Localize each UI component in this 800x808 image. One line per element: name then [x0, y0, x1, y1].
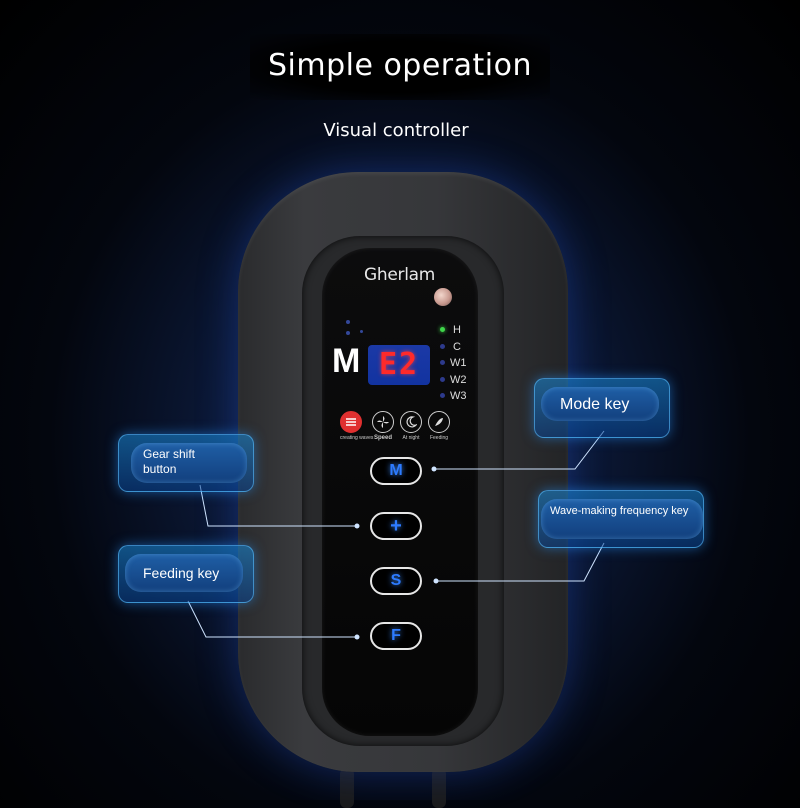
callout-wave-making-label: Wave-making frequency key [550, 505, 689, 517]
function-waves: creating waves [340, 411, 374, 441]
mode-indicator-dot-w2 [440, 377, 445, 382]
callout-feeding-key-label: Feeding key [143, 565, 220, 581]
mode-indicator-c: C [453, 341, 461, 353]
callout-feeding-key: Feeding key [118, 545, 254, 603]
function-icons: creating waves Speed At night Feeding [340, 411, 458, 449]
mode-letter: M [332, 342, 361, 380]
feed-button[interactable]: F [370, 622, 422, 650]
mode-indicator-w1: W1 [450, 357, 467, 369]
mode-indicator-w2: W2 [450, 374, 467, 386]
power-indicator [434, 288, 452, 306]
function-label-night: At night [402, 435, 420, 441]
moon-icon [400, 411, 422, 433]
mode-indicator-dot-h [440, 327, 445, 332]
cable-right [432, 768, 446, 808]
page-title: Simple operation [267, 48, 532, 83]
mode-indicator-dot-w1 [440, 360, 445, 365]
function-night: At night [400, 411, 422, 441]
callout-gear-shift-label: Gear shift button [143, 447, 196, 476]
callout-gear-shift: Gear shift button [118, 434, 254, 492]
title-band [250, 34, 550, 100]
function-label-feeding: Feeding [429, 435, 449, 441]
plus-button[interactable]: + [370, 512, 422, 540]
feeding-icon [428, 411, 450, 433]
callout-mode-key-label: Mode key [560, 396, 630, 413]
function-label-waves: creating waves [340, 435, 374, 441]
mode-button[interactable]: M [370, 457, 422, 485]
speed-button[interactable]: S [370, 567, 422, 595]
callout-wave-making: Wave-making frequency key [538, 490, 704, 548]
mode-indicator-dot-c [440, 344, 445, 349]
callout-mode-key: Mode key [534, 378, 670, 438]
function-speed: Speed [372, 411, 394, 441]
function-feeding: Feeding [428, 411, 450, 441]
waves-icon [340, 411, 362, 433]
mode-indicator-w3: W3 [450, 390, 467, 402]
page-subtitle: Visual controller [323, 120, 469, 141]
function-label-speed: Speed [373, 435, 392, 441]
control-panel [322, 248, 478, 736]
mode-indicator-dot-w3 [440, 393, 445, 398]
mode-indicator-h: H [453, 324, 461, 336]
cable-left [340, 768, 354, 808]
brand-logo: Gherlam [364, 265, 435, 285]
led-display: E2 [368, 345, 430, 385]
fan-icon [372, 411, 394, 433]
